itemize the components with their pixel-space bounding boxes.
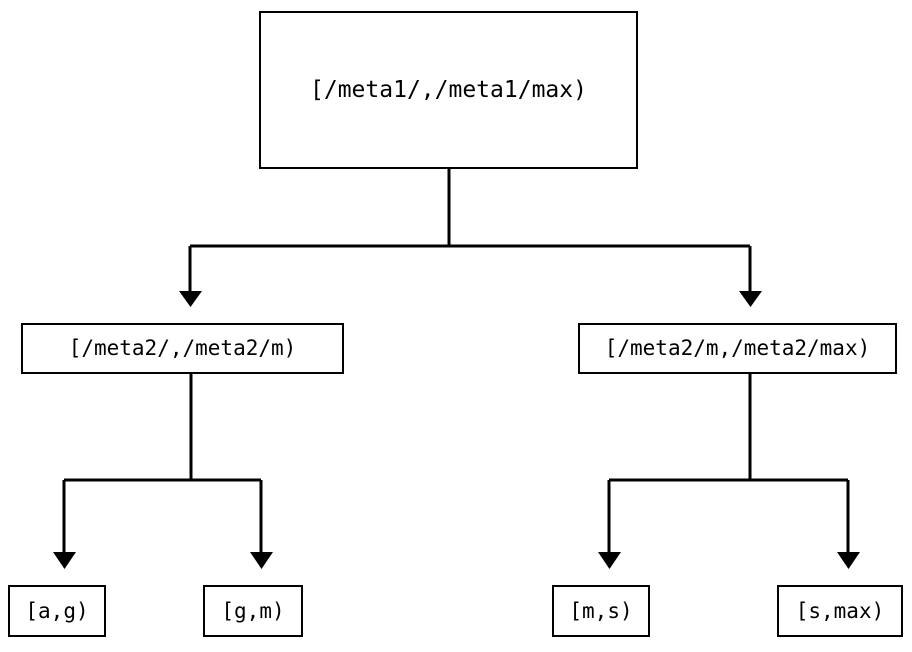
- edge-midleft-to-leaves: [53, 374, 273, 569]
- tree-node-mid-right-label: [/meta2/m,/meta2/max): [604, 336, 871, 360]
- tree-node-root[interactable]: [/meta1/,/meta1/max): [259, 11, 638, 169]
- tree-node-mid-left[interactable]: [/meta2/,/meta2/m): [21, 323, 344, 374]
- tree-node-leaf-2[interactable]: [m,s): [552, 585, 650, 637]
- edge-midright-to-leaves: [598, 374, 860, 569]
- arrowhead-icon: [598, 552, 621, 569]
- tree-node-leaf-1[interactable]: [g,m): [203, 585, 303, 637]
- arrowhead-icon: [250, 552, 273, 569]
- tree-node-leaf-0-label: [a,g): [25, 598, 89, 623]
- tree-node-leaf-3-label: [s,max): [795, 598, 885, 623]
- arrowhead-icon: [739, 291, 762, 307]
- arrowhead-icon: [53, 552, 76, 569]
- arrowhead-icon: [179, 291, 202, 307]
- arrowhead-icon: [837, 552, 860, 569]
- tree-node-mid-right[interactable]: [/meta2/m,/meta2/max): [578, 323, 897, 374]
- tree-node-leaf-3[interactable]: [s,max): [777, 585, 903, 637]
- tree-node-leaf-2-label: [m,s): [569, 598, 633, 623]
- edge-root-to-level2: [179, 169, 762, 307]
- tree-node-mid-left-label: [/meta2/,/meta2/m): [68, 336, 297, 360]
- tree-node-leaf-0[interactable]: [a,g): [8, 585, 106, 637]
- tree-node-root-label: [/meta1/,/meta1/max): [310, 76, 587, 103]
- tree-node-leaf-1-label: [g,m): [221, 598, 285, 623]
